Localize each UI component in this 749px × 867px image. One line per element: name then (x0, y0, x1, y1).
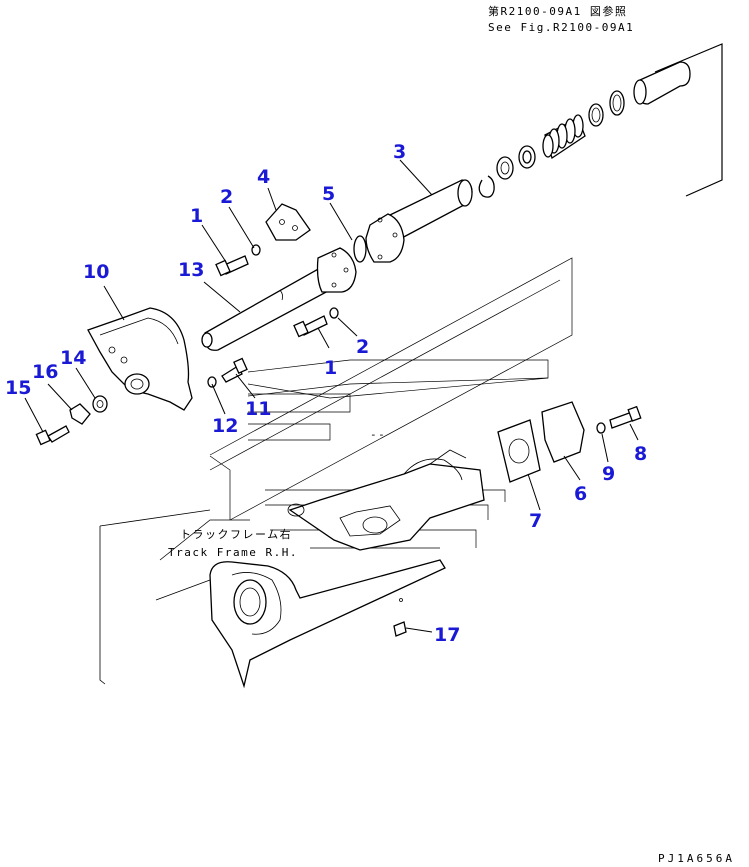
callout-2-upper: 2 (220, 186, 233, 208)
callout-2-lower: 2 (356, 336, 369, 358)
callout-11: 11 (245, 398, 271, 420)
callout-9: 9 (602, 463, 615, 485)
leader-lines (24, 159, 639, 633)
callout-4: 4 (257, 166, 270, 188)
callout-16: 16 (32, 361, 58, 383)
frame-dash-mark: -- (370, 428, 386, 441)
callout-6: 6 (574, 483, 587, 505)
callout-10: 10 (83, 261, 109, 283)
callout-5: 5 (322, 183, 335, 205)
callout-3: 3 (393, 141, 406, 163)
reference-note-en: See Fig.R2100-09A1 (488, 21, 634, 34)
callout-7: 7 (529, 510, 542, 532)
callout-12: 12 (212, 415, 238, 437)
callout-8: 8 (634, 443, 647, 465)
part-group-upper-assembly (353, 61, 691, 263)
part-group-shaft (201, 203, 357, 351)
part-group-bracket (35, 307, 248, 446)
part-group-cover (497, 401, 642, 483)
track-frame-outline (99, 257, 573, 689)
callout-1-lower: 1 (324, 357, 337, 379)
part-group-plug (393, 598, 407, 637)
callout-15: 15 (5, 377, 31, 399)
callout-14: 14 (60, 347, 86, 369)
reference-bracket (654, 43, 723, 197)
frame-label-en: Track Frame R.H. (168, 546, 298, 559)
callout-13: 13 (178, 259, 204, 281)
frame-label-jp: トラックフレーム右 (180, 527, 292, 541)
callout-17: 17 (434, 624, 460, 646)
callout-1-upper: 1 (190, 205, 203, 227)
reference-note-jp: 第R2100-09A1 図参照 (488, 4, 627, 18)
drawing-code: PJ1A656A (658, 852, 735, 865)
